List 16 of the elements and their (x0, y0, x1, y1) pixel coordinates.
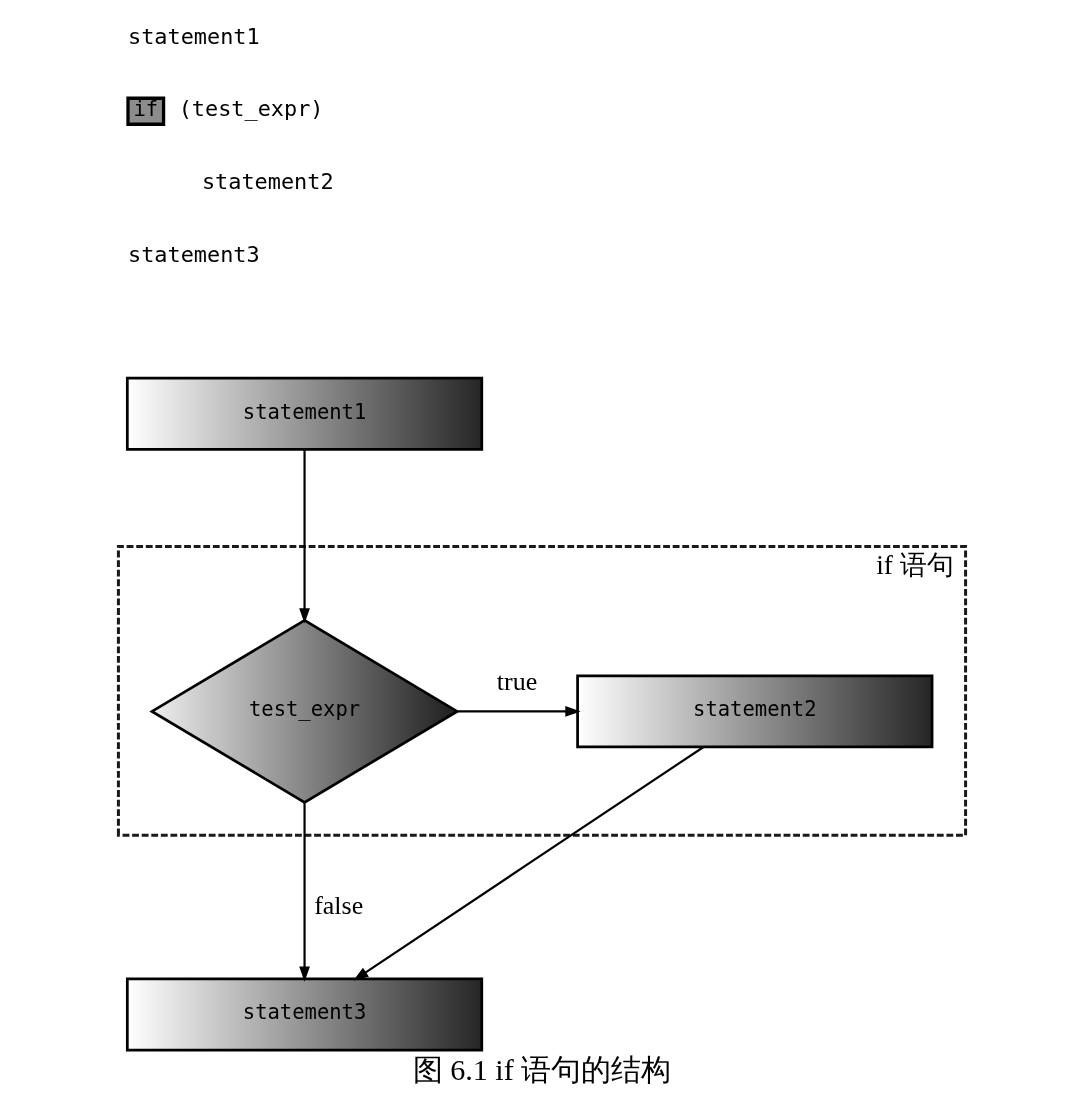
label: statement1 (128, 23, 260, 49)
node-box: statement1 (125, 376, 484, 451)
arrow (299, 802, 310, 982)
label: (test_expr) (178, 96, 324, 122)
node-box: statement3 (125, 977, 484, 1052)
arrow (353, 746, 704, 981)
arrow (457, 706, 581, 717)
node-box: statement2 (576, 674, 934, 749)
node-box: if (126, 96, 166, 126)
node-diamond: test_expr (149, 618, 460, 804)
arrow (299, 449, 310, 624)
label: statement2 (201, 169, 334, 194)
edge-label: true (496, 667, 538, 697)
caption: 图 6.1 if 语句的结构 (412, 1052, 672, 1087)
label: statement3 (128, 241, 260, 267)
edge-label: false (314, 891, 364, 921)
